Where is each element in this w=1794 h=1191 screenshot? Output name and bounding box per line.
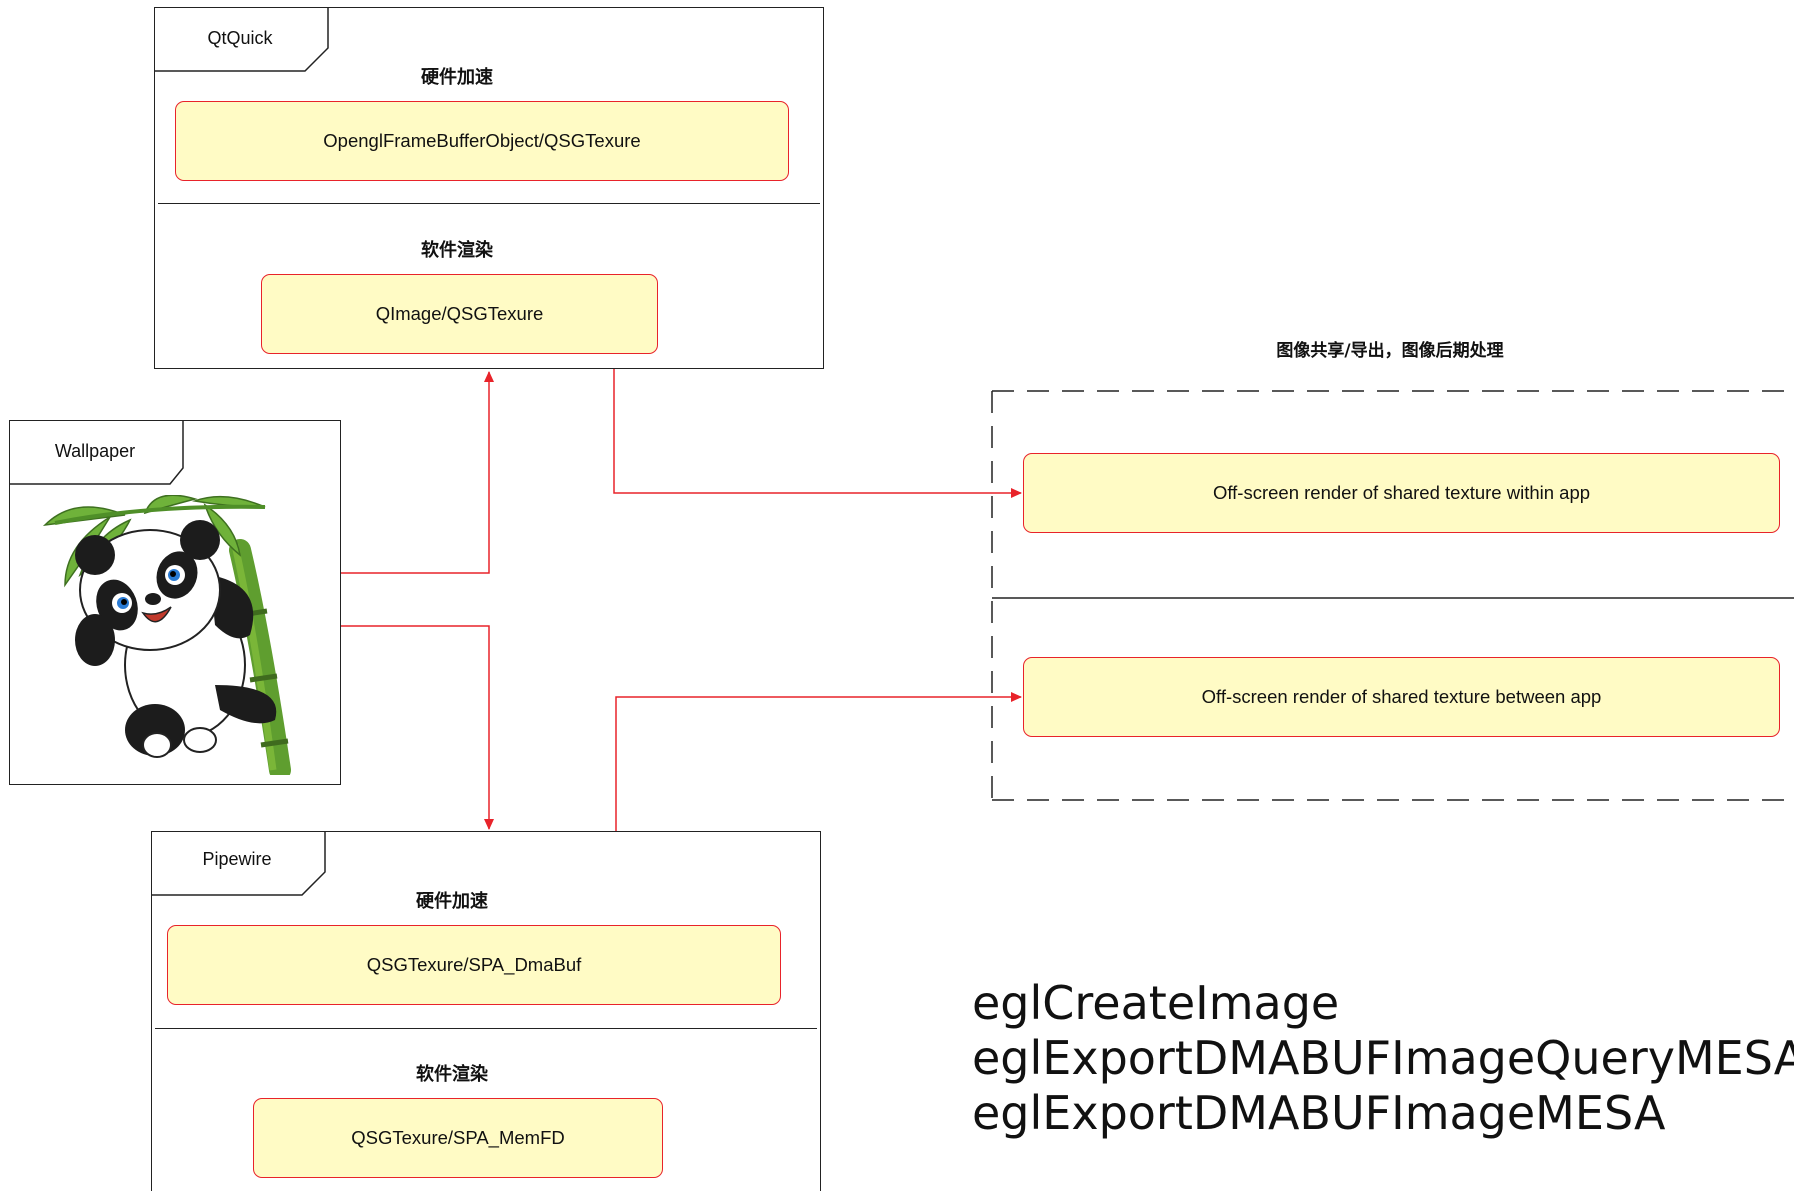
sharing-group-outline bbox=[991, 390, 1794, 801]
qtquick-divider bbox=[158, 203, 820, 204]
within-app-node[interactable]: Off-screen render of shared texture with… bbox=[1023, 453, 1780, 533]
wallpaper-frame: Wallpaper bbox=[9, 420, 341, 785]
arrow-pipewire-to-between-app bbox=[615, 692, 1022, 831]
qtquick-tab-label: QtQuick bbox=[207, 28, 273, 48]
egl-note-line-1: eglCreateImage bbox=[972, 976, 1340, 1030]
pipewire-divider bbox=[155, 1028, 817, 1029]
arrow-qtquick-to-within-app bbox=[613, 369, 1022, 498]
arrow-wallpaper-to-qtquick bbox=[340, 371, 494, 574]
egl-note-line-3: eglExportDMABUFImageMESA bbox=[972, 1086, 1666, 1140]
sharing-group-title: 图像共享/导出，图像后期处理 bbox=[1276, 341, 1504, 361]
between-app-node[interactable]: Off-screen render of shared texture betw… bbox=[1023, 657, 1780, 737]
qtquick-sw-node[interactable]: QImage/QSGTexure bbox=[261, 274, 658, 354]
pipewire-frame: Pipewire 硬件加速 QSGTexure/SPA_DmaBuf 软件渲染 … bbox=[151, 831, 821, 1191]
pipewire-tab-label: Pipewire bbox=[202, 849, 272, 869]
qtquick-tab: QtQuick bbox=[155, 8, 330, 72]
qtquick-hw-title: 硬件加速 bbox=[421, 67, 493, 88]
pipewire-hw-node[interactable]: QSGTexure/SPA_DmaBuf bbox=[167, 925, 781, 1005]
pipewire-tab: Pipewire bbox=[152, 832, 327, 896]
qtquick-hw-node[interactable]: OpenglFrameBufferObject/QSGTexure bbox=[175, 101, 789, 181]
wallpaper-tab: Wallpaper bbox=[10, 421, 185, 485]
egl-note-line-2: eglExportDMABUFImageQueryMESA bbox=[972, 1031, 1794, 1085]
panda-image bbox=[42, 495, 291, 775]
pipewire-hw-title: 硬件加速 bbox=[416, 891, 488, 912]
pipewire-sw-title: 软件渲染 bbox=[416, 1064, 488, 1085]
panda bbox=[75, 520, 277, 758]
wallpaper-tab-label: Wallpaper bbox=[54, 441, 136, 461]
arrow-wallpaper-to-pipewire bbox=[340, 625, 494, 830]
pipewire-sw-node[interactable]: QSGTexure/SPA_MemFD bbox=[253, 1098, 663, 1178]
qtquick-frame: QtQuick 硬件加速 OpenglFrameBufferObject/QSG… bbox=[154, 7, 824, 369]
qtquick-sw-title: 软件渲染 bbox=[421, 240, 493, 261]
egl-notes: eglCreateImage eglExportDMABUFImageQuery… bbox=[972, 976, 1794, 1141]
